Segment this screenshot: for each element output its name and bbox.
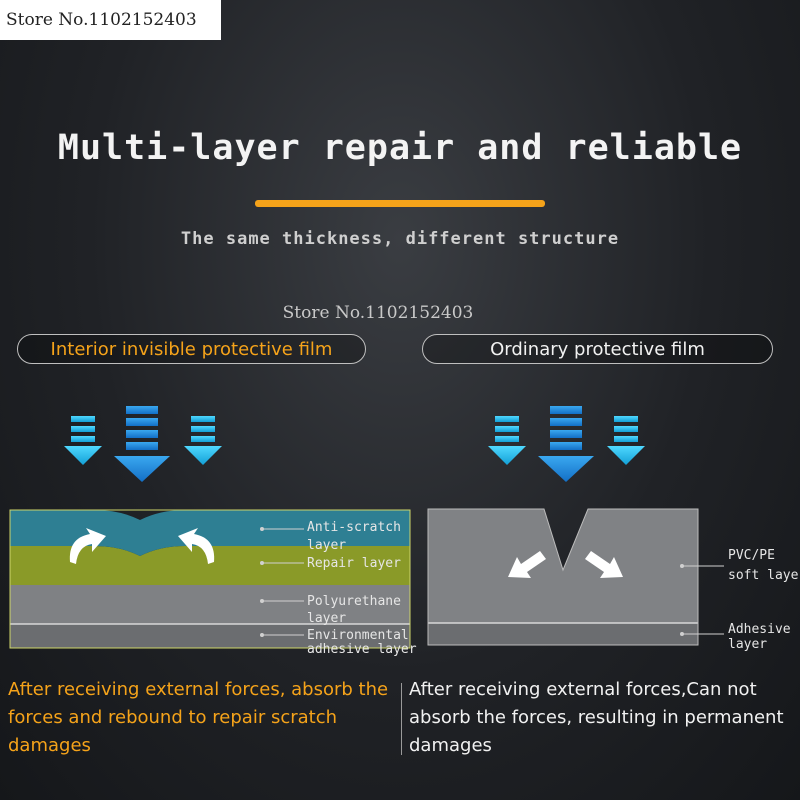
down-arrow-icon (607, 416, 645, 465)
title-accent-bar (255, 200, 545, 207)
store-label: Store No.1102152403 (0, 0, 221, 40)
page-title: Multi-layer repair and reliable (57, 128, 743, 168)
right-panel-heading: Ordinary protective film (422, 334, 773, 364)
anti-scratch-layer-block (10, 510, 410, 556)
down-arrow-icon (184, 416, 222, 465)
label-environmental-2: adhesive layer (307, 642, 417, 657)
label-soft-layer: soft layer (728, 568, 800, 583)
label-anti-scratch-1: Anti-scratch (307, 520, 401, 535)
left-panel-heading: Interior invisible protective film (17, 334, 366, 364)
label-adhesive: Adhesive (728, 622, 791, 637)
pvc-pe-layer-block (428, 509, 698, 623)
rebound-arrow-icon (178, 528, 215, 564)
down-arrow-icon (114, 406, 170, 482)
page-subtitle: The same thickness, different structure (180, 229, 620, 249)
push-arrow-icon (585, 551, 623, 578)
down-arrow-icon (488, 416, 526, 465)
label-repair-layer: Repair layer (307, 556, 401, 571)
label-pvc-pe: PVC/PE (728, 548, 775, 563)
down-arrow-icon (64, 416, 102, 465)
left-caption: After receiving external forces, absorb … (8, 679, 389, 756)
left-layer-labels: Anti-scratch layer Repair layer Polyuret… (260, 520, 417, 657)
right-force-arrows (488, 406, 645, 482)
label-polyurethane-1: Polyurethane (307, 594, 401, 609)
label-anti-scratch-2: layer (307, 538, 346, 553)
down-arrow-icon (538, 406, 594, 482)
adhesive-layer-block (10, 624, 410, 648)
rebound-arrow-icon (69, 528, 106, 564)
right-layer-labels: PVC/PE soft layer Adhesive layer (680, 548, 800, 652)
store-watermark: Store No.1102152403 (282, 303, 474, 323)
label-adhesive-layer: layer (728, 637, 767, 652)
right-adhesive-layer-block (428, 623, 698, 645)
caption-divider (401, 683, 402, 755)
repair-layer-block (10, 546, 410, 585)
label-polyurethane-2: layer (307, 611, 346, 626)
polyurethane-layer-block (10, 585, 410, 624)
left-layer-stack (9, 509, 411, 649)
right-caption: After receiving external forces,Can not … (409, 679, 784, 756)
push-arrow-icon (508, 551, 546, 578)
label-environmental-1: Environmental (307, 628, 409, 643)
left-force-arrows (64, 406, 222, 482)
right-layer-stack (427, 508, 699, 646)
